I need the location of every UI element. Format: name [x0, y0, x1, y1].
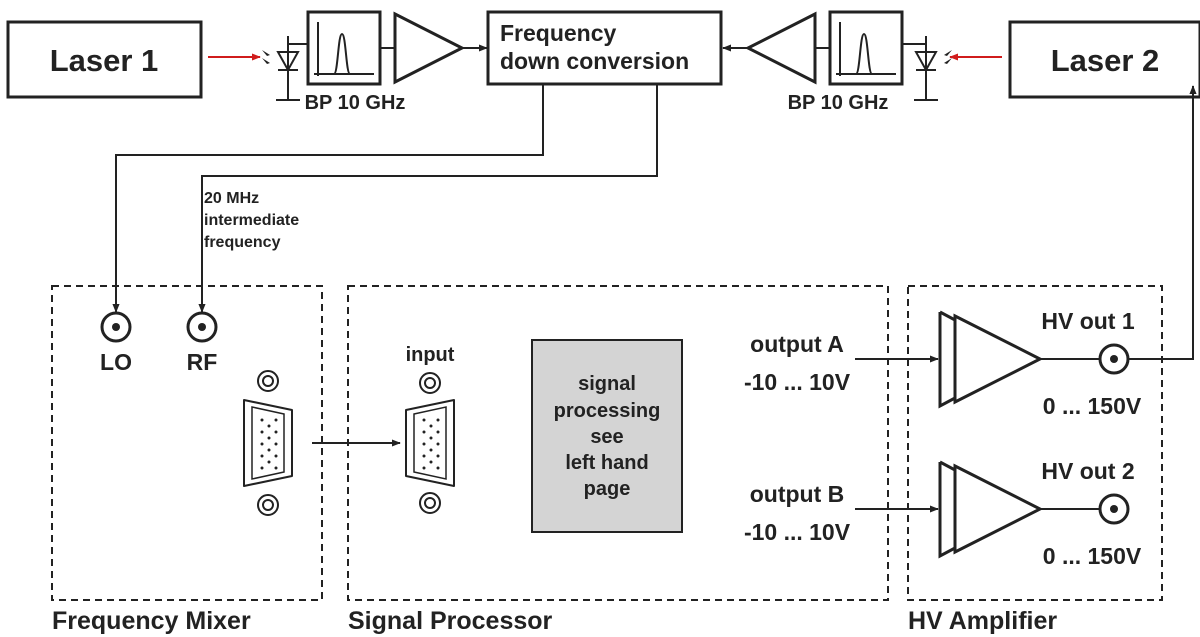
laser-2-box: Laser 2	[1008, 20, 1200, 99]
laser-2-label: Laser 2	[1051, 43, 1160, 78]
right-photodiode-icon	[902, 36, 952, 101]
left-photodiode-icon	[262, 36, 308, 101]
if-note-line2: intermediate	[204, 212, 299, 229]
down-conversion-line1: Frequency	[500, 20, 617, 46]
rf-label: RF	[187, 349, 218, 375]
right-filter-label: BP 10 GHz	[788, 92, 889, 114]
down-conversion-box: Frequency down conversion	[486, 10, 723, 86]
hv-out-2-label: HV out 2	[1041, 458, 1134, 484]
signal-processor-label: Signal Processor	[348, 607, 553, 635]
hv-out-1-to-laser-2-line	[1128, 85, 1197, 360]
laser-1-label: Laser 1	[50, 43, 159, 78]
left-amplifier-icon	[393, 11, 466, 85]
signal-processing-box: signal processing see left hand page	[531, 339, 683, 533]
left-bandpass-filter-icon	[306, 10, 382, 86]
hv-out-2-range: 0 ... 150V	[1043, 543, 1142, 569]
right-amplifier-icon	[744, 11, 817, 85]
output-b-range: -10 ... 10V	[744, 519, 851, 545]
output-a-label: output A	[750, 331, 844, 357]
frequency-mixer-panel	[51, 285, 323, 601]
hv-out-2-connector-icon	[1098, 493, 1130, 525]
processing-line-1: signal	[578, 373, 636, 395]
output-b-label: output B	[750, 481, 845, 507]
mixer-dsub-connector-icon	[243, 370, 293, 516]
hv-amplifier-1-icon	[938, 310, 1044, 409]
processing-line-4: left hand	[565, 452, 648, 474]
processing-line-5: page	[584, 478, 631, 500]
output-a-range: -10 ... 10V	[744, 369, 851, 395]
frequency-mixer-label: Frequency Mixer	[52, 607, 251, 635]
down-conversion-line2: down conversion	[500, 48, 689, 74]
hv-out-1-connector-icon	[1098, 343, 1130, 375]
rf-connector-icon	[186, 311, 218, 343]
hv-amplifier-label: HV Amplifier	[908, 607, 1057, 635]
lo-signal-line	[112, 84, 544, 313]
lo-label: LO	[100, 349, 132, 375]
rf-signal-line	[198, 84, 658, 313]
right-bandpass-filter-icon	[828, 10, 904, 86]
signal-processor-panel	[347, 285, 889, 601]
hv-amplifier-panel	[907, 285, 1163, 601]
laser-1-box: Laser 1	[6, 20, 203, 99]
hv-out-1-range: 0 ... 150V	[1043, 393, 1142, 419]
hv-out-1-label: HV out 1	[1041, 308, 1134, 334]
hv-amplifier-2-icon	[938, 460, 1044, 559]
processing-line-3: see	[590, 426, 623, 448]
lo-connector-icon	[100, 311, 132, 343]
processing-line-2: processing	[554, 400, 661, 422]
if-note-line3: frequency	[204, 234, 281, 251]
if-note-line1: 20 MHz	[204, 190, 259, 207]
input-label: input	[406, 344, 455, 366]
left-filter-label: BP 10 GHz	[305, 92, 406, 114]
processor-dsub-connector-icon	[405, 372, 455, 514]
